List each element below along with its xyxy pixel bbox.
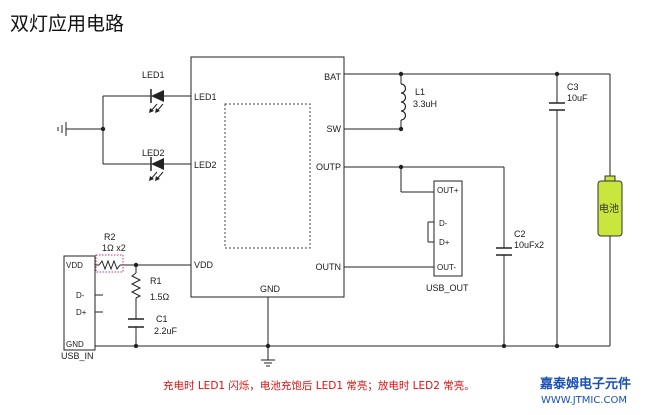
ground-symbol (261, 359, 275, 367)
led2-label: LED2 (142, 148, 165, 158)
c1-name: C1 (156, 314, 168, 324)
usb-in-pin-dplus: D+ (76, 308, 87, 317)
usb-out-pin-dminus: D- (439, 219, 448, 228)
ic-pin-outp: OUTP (316, 162, 341, 172)
c2-value: 10uFx2 (514, 240, 544, 250)
battery (597, 175, 623, 237)
battery-label: 电池 (599, 202, 619, 215)
ic-thermal-pad (224, 103, 311, 249)
usb-out-connector (433, 180, 463, 277)
ic-pin-gnd: GND (260, 284, 281, 294)
c1-value: 2.2uF (154, 326, 178, 336)
usb-in-connector (63, 255, 96, 351)
r2-value: 1Ω x2 (102, 243, 126, 253)
ic-pin-sw: SW (327, 124, 342, 134)
c2-name: C2 (514, 229, 526, 239)
usb-out-pin-outn: OUT- (437, 263, 456, 272)
wires (66, 73, 611, 360)
ic-pin-bat: BAT (324, 72, 341, 82)
capacitor-c2 (496, 247, 512, 256)
led2-diode (147, 157, 164, 181)
usb-in-pin-vdd: VDD (66, 261, 83, 270)
c3-name: C3 (567, 82, 579, 92)
capacitor-c3 (549, 102, 565, 111)
l1-name: L1 (415, 87, 425, 97)
capacitor-c1 (128, 318, 144, 328)
usb-in-pin-dminus: D- (76, 291, 85, 300)
resistor-r2 (98, 259, 121, 271)
diagram-title: 双灯应用电路 (10, 13, 124, 35)
earth-ground-symbol (57, 122, 67, 136)
r1-name: R1 (150, 276, 162, 286)
usb-out-label: USB_OUT (426, 283, 469, 293)
l1-value: 3.3uH (413, 99, 437, 109)
brand-url: WWW.JTMIC.COM (541, 395, 627, 406)
usb-out-pin-dplus: D+ (439, 238, 450, 247)
c3-value: 10uF (567, 93, 588, 103)
junction-dots (100, 71, 560, 349)
led1-label: LED1 (142, 70, 165, 80)
usb-out-pin-outp: OUT+ (437, 186, 459, 195)
r2-name: R2 (104, 232, 116, 242)
r2-highlight-box (95, 254, 124, 273)
inductor-l1 (400, 83, 407, 121)
ic-pin-outn: OUTN (316, 262, 342, 272)
usb-in-label: USB_IN (61, 351, 94, 361)
operation-note: 充电时 LED1 闪烁，电池充饱后 LED1 常亮；放电时 LED2 常亮。 (163, 379, 475, 392)
led1-diode (147, 89, 164, 113)
ic-pin-led1: LED1 (194, 92, 217, 102)
usb-in-pin-gnd: GND (66, 340, 84, 349)
brand-name: 嘉泰姆电子元件 (539, 376, 631, 392)
r1-value: 1.5Ω (150, 292, 170, 302)
ic-pin-led2: LED2 (194, 160, 217, 170)
resistor-r1 (130, 272, 142, 299)
ic-pin-vdd: VDD (194, 260, 214, 270)
